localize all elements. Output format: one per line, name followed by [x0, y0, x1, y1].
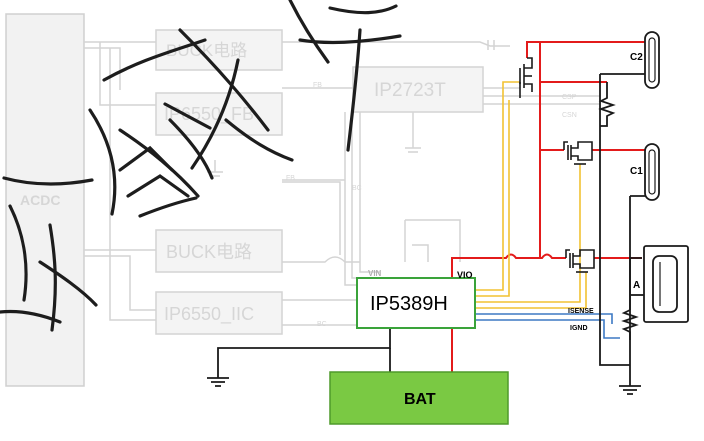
vin-label: VIN — [368, 269, 382, 278]
csn-label: CSN — [562, 112, 577, 119]
black-wires — [207, 73, 652, 395]
ignd-label: IGND — [570, 325, 588, 332]
acdc-label: ACDC — [20, 192, 60, 208]
ip6550-fb-label: IP6550_FB — [164, 104, 254, 125]
signal-lines-yellow — [475, 81, 587, 309]
c2-label: C2 — [630, 52, 643, 63]
watermark — [0, 0, 402, 332]
bat-block — [329, 371, 509, 425]
csp-label: CSP — [562, 94, 577, 101]
ip2723t-block — [352, 66, 484, 113]
fb-top-label: FB — [313, 82, 322, 89]
a-label: A — [633, 280, 640, 291]
connector-c2 — [644, 31, 660, 89]
signal-lines-blue — [475, 313, 620, 339]
c1-label: C1 — [630, 166, 643, 177]
ip6550-iic-block — [155, 291, 283, 335]
acdc-block — [5, 13, 85, 387]
isense-label: ISENSE — [568, 308, 594, 315]
mosfet-top — [519, 57, 533, 98]
fb-mid-label: FB — [286, 175, 295, 182]
ip2723t-label: IP2723T — [374, 80, 446, 101]
bc-bottom-label: BC — [317, 321, 327, 328]
ip5389h-label: IP5389H — [370, 293, 448, 315]
buck-mid-label: BUCK电路 — [166, 242, 252, 262]
power-rails — [451, 41, 652, 372]
faded-layer — [5, 13, 600, 387]
bc-mid-label: BC — [352, 185, 362, 192]
connector-c1 — [644, 143, 660, 201]
ip6550-iic-label: IP6550_IIC — [164, 304, 254, 325]
mosfet-mid — [563, 141, 593, 165]
ip5389h-block — [356, 277, 476, 329]
mosfets — [519, 57, 595, 273]
ip6550-fb-block — [155, 92, 283, 136]
vio-label: VIO — [457, 270, 473, 280]
mosfet-low — [565, 249, 595, 273]
connector-usb-a — [643, 245, 689, 323]
bat-label: BAT — [404, 391, 436, 408]
buck-mid-block — [155, 229, 283, 273]
